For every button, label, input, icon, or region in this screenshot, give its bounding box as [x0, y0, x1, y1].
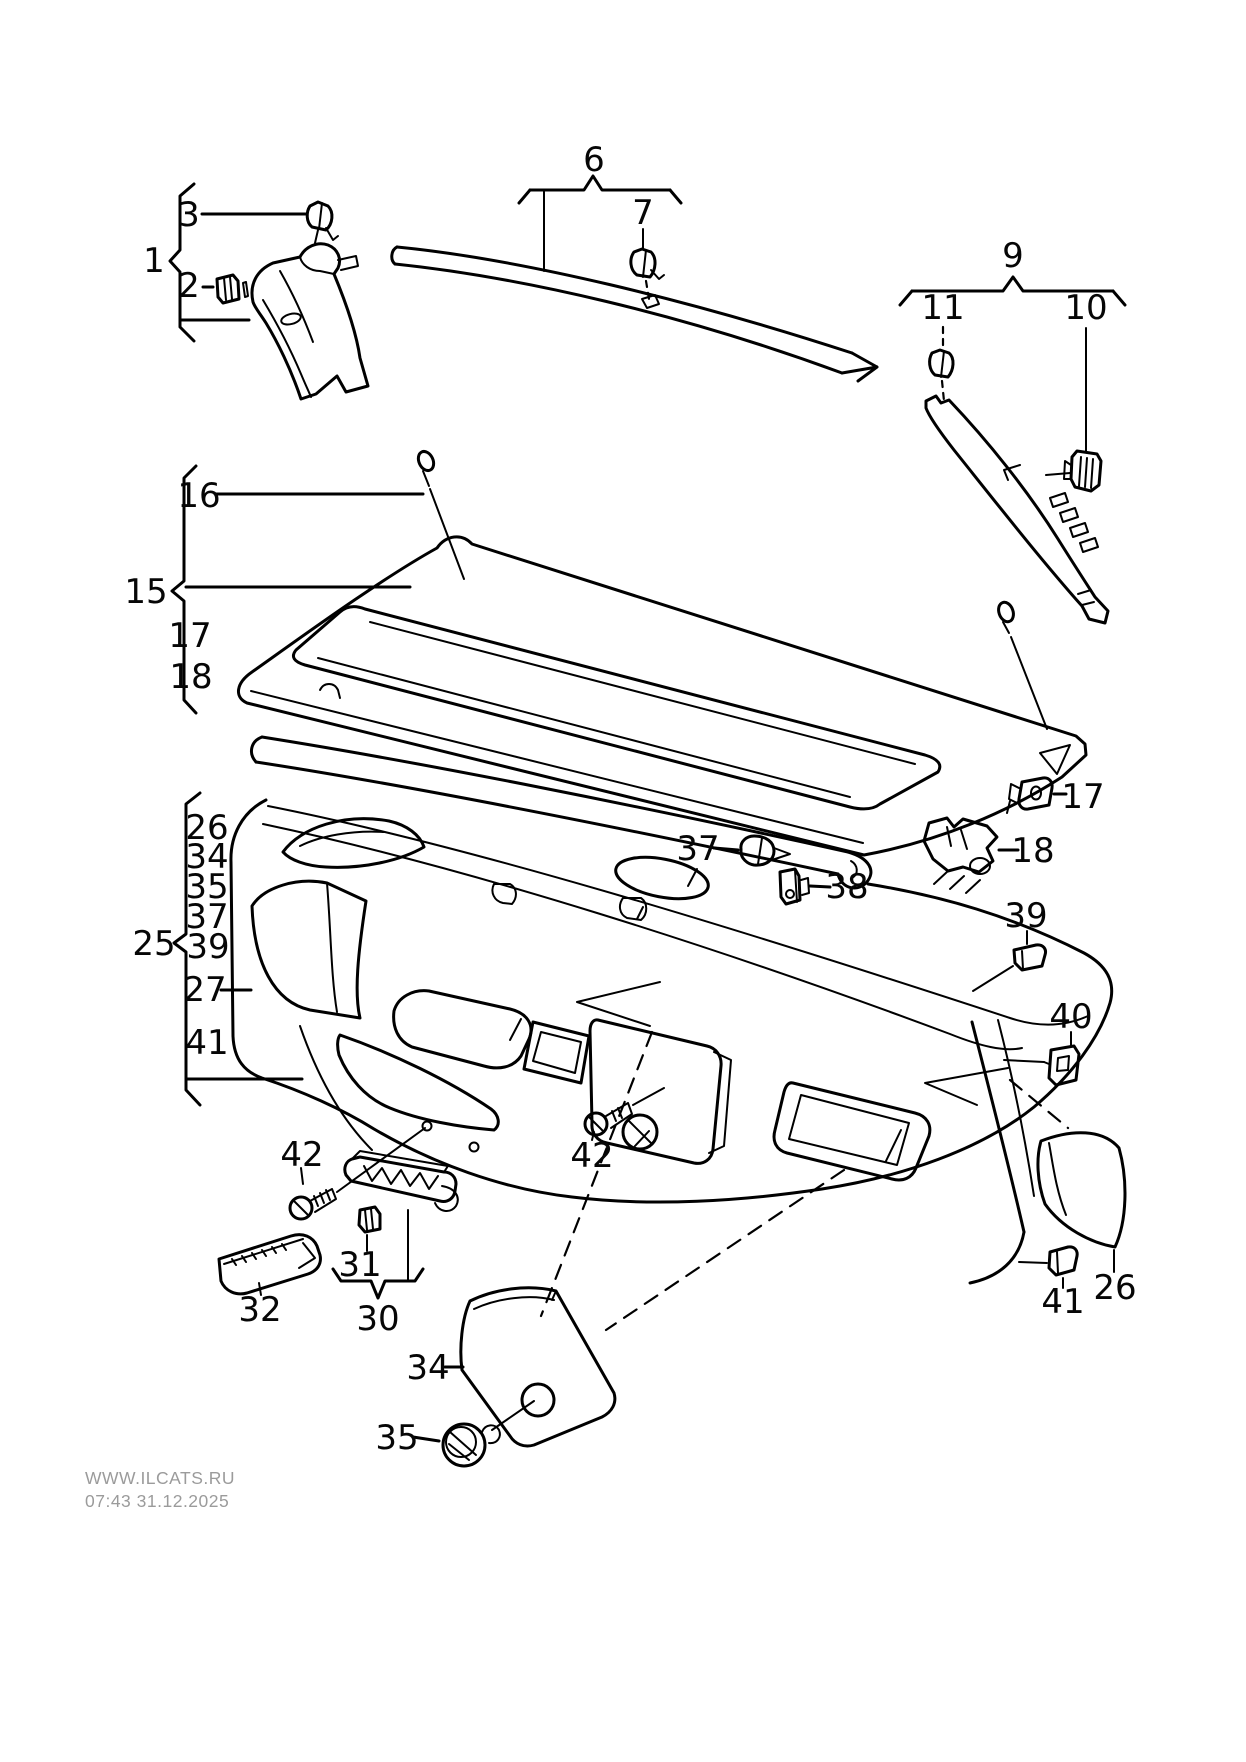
callout-25-39: 39	[186, 927, 229, 967]
trim-strip-32-drawing	[217, 1233, 322, 1296]
callout-9: 9	[1002, 236, 1024, 276]
bracket-part-18	[922, 816, 1020, 875]
callout-39: 39	[1004, 896, 1047, 936]
housing-part-34-drawing	[443, 1286, 617, 1448]
clip-part-31	[357, 1205, 382, 1252]
callout-40: 40	[1049, 997, 1092, 1037]
watermark-timestamp-text: 07:43 31.12.2025	[85, 1491, 229, 1511]
clip-part-41-right	[1018, 1245, 1079, 1289]
callout-25-35: 35	[185, 867, 228, 907]
side-piece-26-drawing	[1036, 1131, 1127, 1273]
callout-1: 1	[143, 241, 165, 281]
callout-38: 38	[825, 867, 868, 907]
clip-part-2	[215, 273, 249, 305]
callout-15: 15	[124, 572, 167, 612]
roof-strip-drawing	[390, 245, 879, 383]
callout-35: 35	[375, 1418, 418, 1458]
watermark-site-text: WWW.ILCATS.RU	[85, 1468, 235, 1488]
group25-brace	[172, 791, 304, 1107]
d-pillar-trim-drawing	[924, 394, 1110, 625]
callout-3: 3	[178, 195, 200, 235]
watermark: WWW.ILCATS.RU 07:43 31.12.2025	[85, 1468, 235, 1511]
shelf-pin-left	[416, 449, 465, 580]
callout-25-26: 26	[185, 808, 228, 848]
callout-17-right: 17	[1061, 777, 1104, 817]
callout-16: 16	[177, 476, 220, 516]
callout-6: 6	[583, 140, 605, 180]
callout-27: 27	[183, 970, 226, 1010]
callout-labels: 1 3 2 6 7 9 11 10 16 15 17 18 17 18 37 3…	[124, 140, 1136, 1458]
shelf-pin-right	[997, 600, 1048, 730]
callout-41-right: 41	[1041, 1282, 1084, 1322]
clip-part-40	[1003, 1031, 1081, 1087]
callout-30: 30	[356, 1299, 399, 1339]
tailgate-panel-drawing	[219, 735, 1114, 1332]
callout-7: 7	[632, 193, 654, 233]
callout-37: 37	[676, 829, 719, 869]
clip-part-10	[1045, 327, 1103, 493]
group9-brace	[898, 275, 1127, 307]
callout-25-34: 34	[185, 837, 228, 877]
clip-part-38	[778, 867, 832, 906]
callout-26-right: 26	[1093, 1268, 1136, 1308]
group30-brace	[331, 1267, 425, 1300]
clip-part-39	[972, 930, 1047, 992]
fastener-part-35-drawing	[411, 1400, 535, 1468]
callout-18-left: 18	[169, 657, 212, 697]
callout-18-right: 18	[1011, 831, 1054, 871]
callout-25-37: 37	[185, 897, 228, 937]
callout-31: 31	[338, 1245, 381, 1285]
clip-part-7	[629, 228, 665, 309]
clip-part-17	[1006, 776, 1068, 814]
callout-42-left: 42	[280, 1135, 323, 1175]
callout-11: 11	[921, 288, 964, 328]
group1-brace	[168, 182, 308, 343]
callout-42-center: 42	[570, 1136, 613, 1176]
group6-brace	[517, 174, 683, 272]
callout-32: 32	[238, 1290, 281, 1330]
handle-bracket-30-drawing	[343, 1150, 459, 1281]
clip-part-3	[305, 200, 339, 244]
parcel-shelf-drawing	[237, 535, 1088, 857]
callout-2: 2	[178, 266, 200, 306]
callout-25: 25	[132, 924, 175, 964]
clip-part-11	[928, 325, 955, 403]
pillar-trim-upper-left-drawing	[250, 242, 370, 401]
callout-34: 34	[406, 1348, 449, 1388]
callout-41-left: 41	[185, 1023, 228, 1063]
callout-10: 10	[1064, 288, 1107, 328]
screw-42-center	[583, 1087, 665, 1141]
callout-17-left: 17	[168, 616, 211, 656]
